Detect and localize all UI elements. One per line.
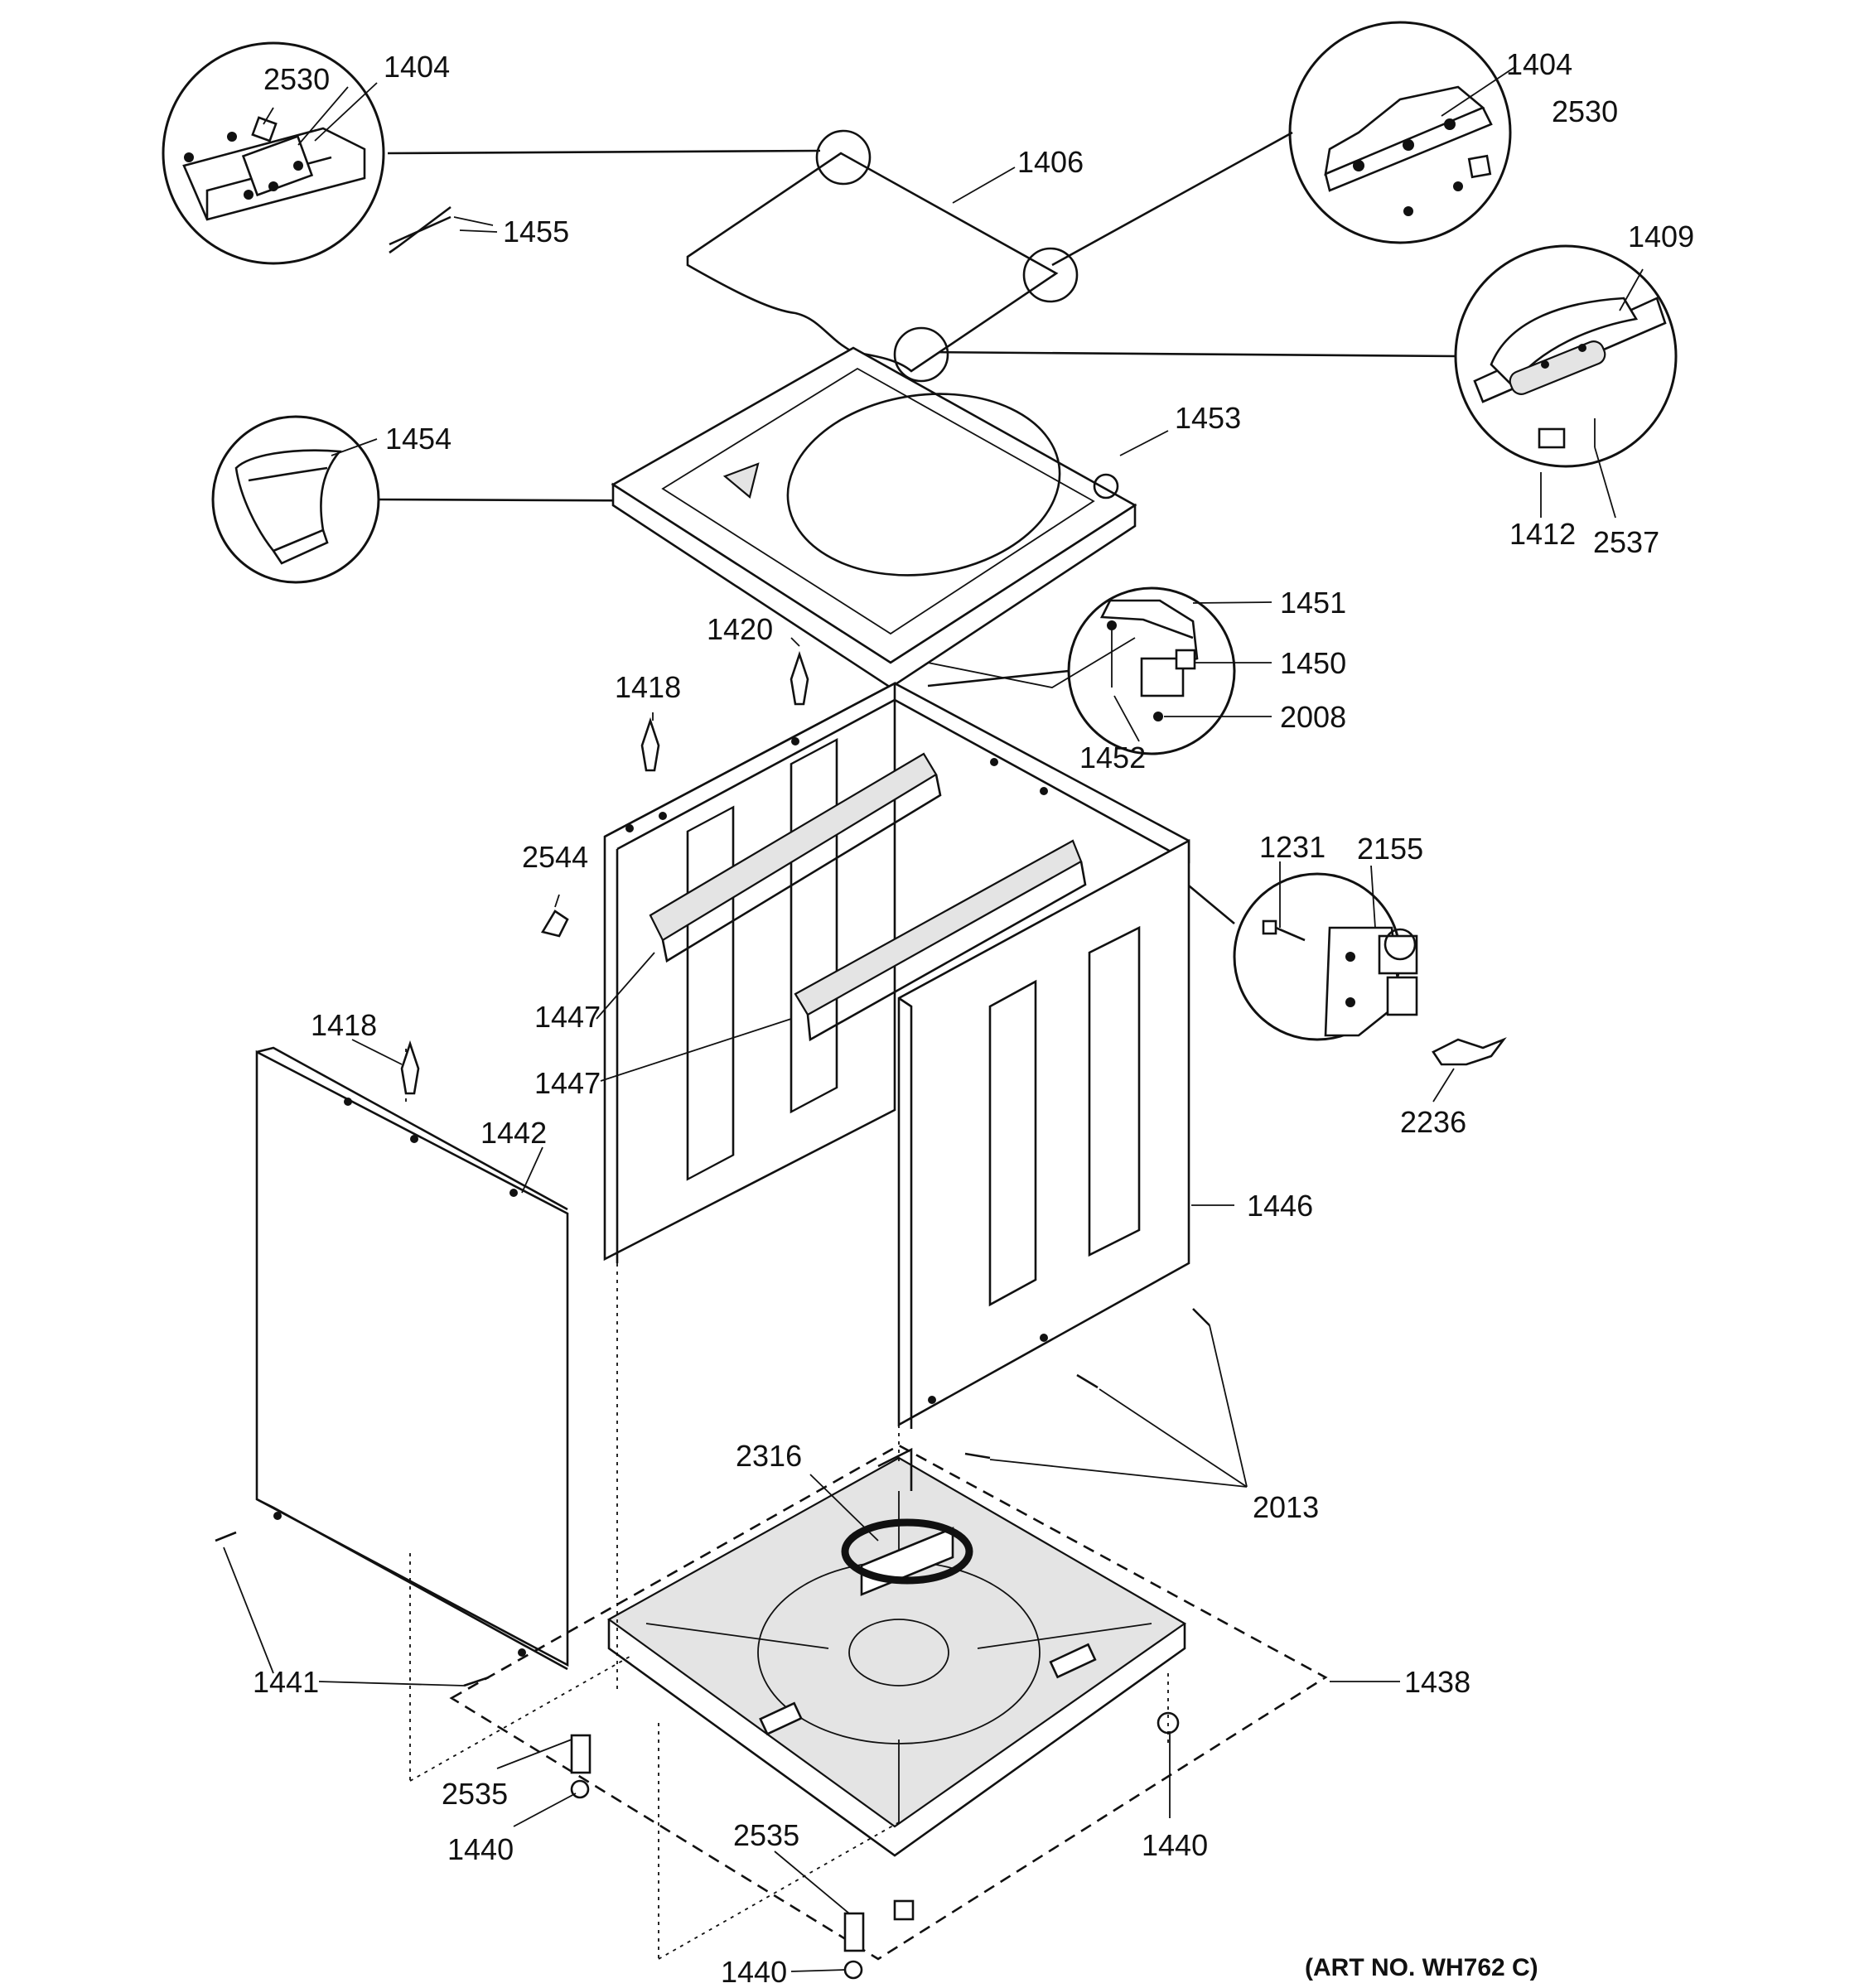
detail-lid-strike [1454, 244, 1678, 468]
label-1453: 1453 [1175, 401, 1241, 435]
label-2155: 2155 [1357, 832, 1423, 866]
label-1420: 1420 [707, 612, 773, 646]
label-1409: 1409 [1628, 220, 1694, 253]
detail-lid-switch [1067, 586, 1236, 755]
label-2530-right: 2530 [1552, 94, 1618, 128]
fasteners [215, 205, 1507, 1980]
label-1440-bottom: 1440 [721, 1955, 787, 1988]
detail-hinge-left [162, 41, 385, 265]
label-2316: 2316 [736, 1439, 802, 1473]
label-1418-top: 1418 [615, 670, 681, 704]
label-1452: 1452 [1079, 741, 1146, 774]
label-2008: 2008 [1280, 700, 1346, 734]
label-2544: 2544 [522, 840, 588, 874]
label-1442: 1442 [480, 1116, 547, 1150]
callout-leaders [223, 82, 1616, 1972]
label-1440-right: 1440 [1142, 1828, 1208, 1862]
label-1450: 1450 [1280, 646, 1346, 680]
label-1406: 1406 [1017, 145, 1084, 179]
label-1440-left: 1440 [447, 1832, 514, 1866]
label-2537: 2537 [1593, 525, 1659, 559]
label-1231: 1231 [1259, 830, 1326, 864]
detail-dispenser [211, 415, 380, 584]
label-2236: 2236 [1400, 1105, 1466, 1139]
label-1404-right: 1404 [1506, 47, 1572, 81]
detail-hinge-right [1288, 21, 1517, 244]
label-1455: 1455 [503, 215, 569, 248]
detail-water-valve [1233, 872, 1418, 1041]
label-2535-bottom: 2535 [733, 1818, 799, 1852]
part-labels: 1404 2530 1455 1406 1404 2530 1409 1412 … [253, 47, 1694, 1988]
label-2013: 2013 [1253, 1490, 1319, 1524]
label-1447-a: 1447 [534, 1000, 601, 1034]
base-outline [449, 1444, 1328, 1961]
label-1454: 1454 [385, 422, 452, 456]
top-cover [611, 346, 1137, 689]
base [606, 1447, 1187, 1857]
label-1418-left: 1418 [311, 1008, 377, 1042]
art-number: (ART NO. WH762 C) [1305, 1954, 1538, 1981]
label-1438: 1438 [1404, 1665, 1470, 1699]
label-1441: 1441 [253, 1665, 319, 1699]
label-1446: 1446 [1247, 1189, 1313, 1223]
label-1404-left: 1404 [384, 50, 450, 84]
label-1412: 1412 [1509, 517, 1576, 551]
side-panel-right [897, 838, 1190, 1429]
cross-brace-lower [794, 839, 1087, 1042]
lid [686, 129, 1079, 383]
label-1451: 1451 [1280, 586, 1346, 620]
cross-brace-upper [649, 752, 942, 963]
label-1447-b: 1447 [534, 1066, 601, 1100]
label-2535-left: 2535 [442, 1777, 508, 1811]
label-2530-left: 2530 [263, 62, 330, 96]
front-panel [255, 1046, 569, 1671]
